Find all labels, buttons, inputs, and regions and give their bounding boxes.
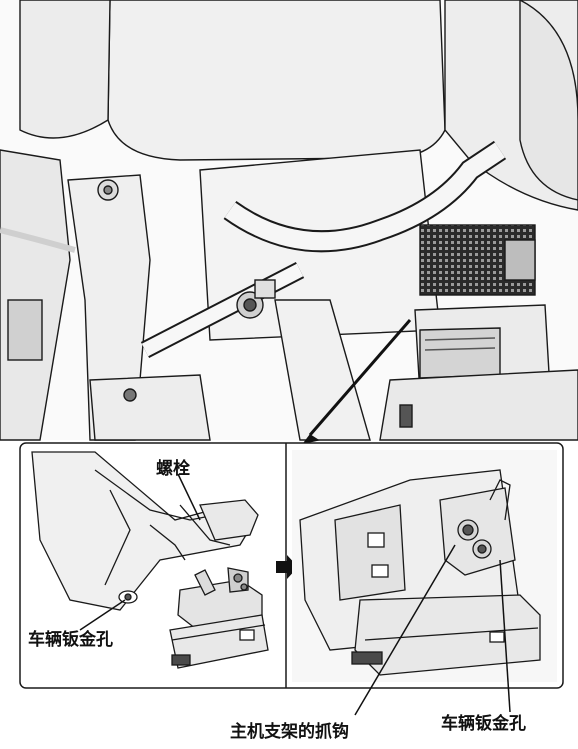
vehicle-hole-label-right: 车辆钣金孔 — [441, 714, 526, 734]
bracket-hook-label: 主机支架的抓钩 — [230, 722, 349, 742]
vehicle-hole-label-left: 车辆钣金孔 — [28, 630, 113, 650]
detail-after-illustration — [292, 450, 557, 716]
bolt-label: 螺栓 — [156, 459, 190, 479]
overview-illustration — [0, 0, 578, 445]
detail-before-illustration — [31, 451, 269, 669]
